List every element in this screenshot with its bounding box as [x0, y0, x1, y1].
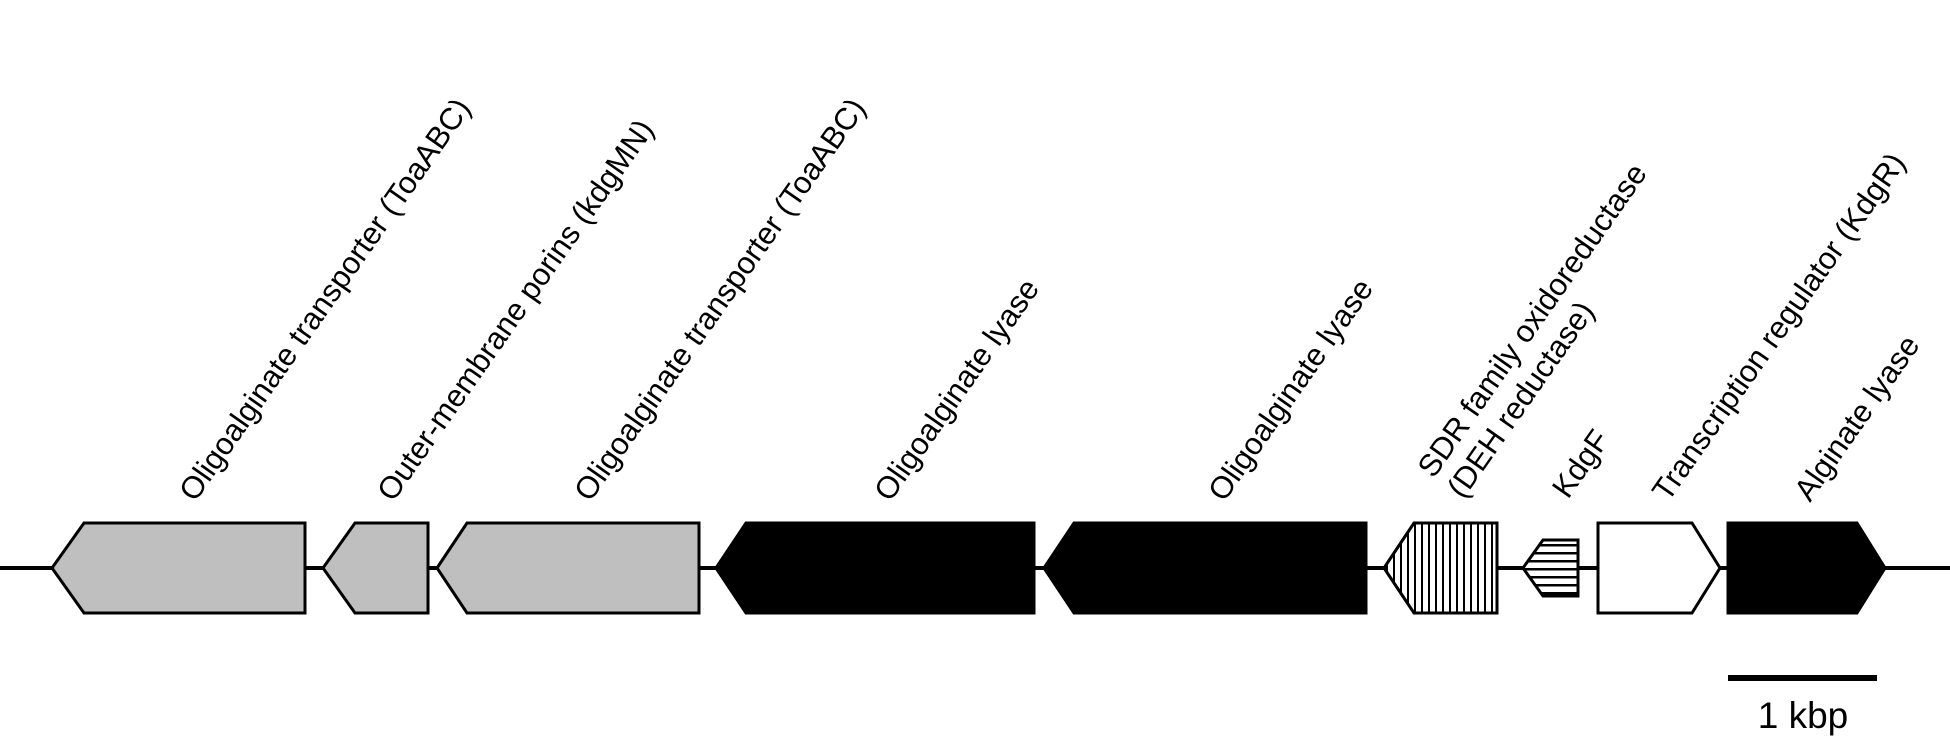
- gene-1-arrow: [50, 521, 307, 615]
- scale-bar-label: 1 kbp: [1758, 695, 1849, 736]
- gene-4-label: Oligoalginate lyase: [867, 272, 1046, 507]
- gene-7-label-line: KdgF: [1545, 423, 1616, 504]
- gene-9-label: Alginate lyase: [1787, 329, 1926, 507]
- gene-9-arrow: [1726, 521, 1887, 615]
- genes-layer: [50, 521, 1887, 615]
- gene-6-label: SDR family oxidoreductase(DEH reductase): [1411, 157, 1684, 504]
- gene-8-arrow: [1596, 521, 1722, 615]
- gene-6-arrow: [1382, 521, 1499, 615]
- gene-9-label-line: Alginate lyase: [1787, 329, 1926, 507]
- gene-5-label: Oligoalginate lyase: [1201, 272, 1380, 507]
- gene-8-label-line: Transcription regulator (KdgR): [1645, 146, 1912, 507]
- gene-7-label: KdgF: [1545, 423, 1616, 504]
- gene-4-label-line: Oligoalginate lyase: [867, 272, 1046, 507]
- gene-4-arrow: [714, 521, 1036, 615]
- gene-5-label-line: Oligoalginate lyase: [1201, 272, 1380, 507]
- gene-7-arrow: [1521, 538, 1580, 598]
- gene-3-arrow: [435, 521, 701, 615]
- gene-8-label: Transcription regulator (KdgR): [1645, 146, 1912, 507]
- gene-5-arrow: [1042, 521, 1368, 615]
- scale-bar: 1 kbp: [1728, 675, 1877, 736]
- gene-6-label-line: SDR family oxidoreductase: [1411, 157, 1654, 483]
- gene-2-arrow: [321, 521, 430, 615]
- gene-labels-layer: Oligoalginate transporter (ToaABC)Outer-…: [172, 92, 1926, 507]
